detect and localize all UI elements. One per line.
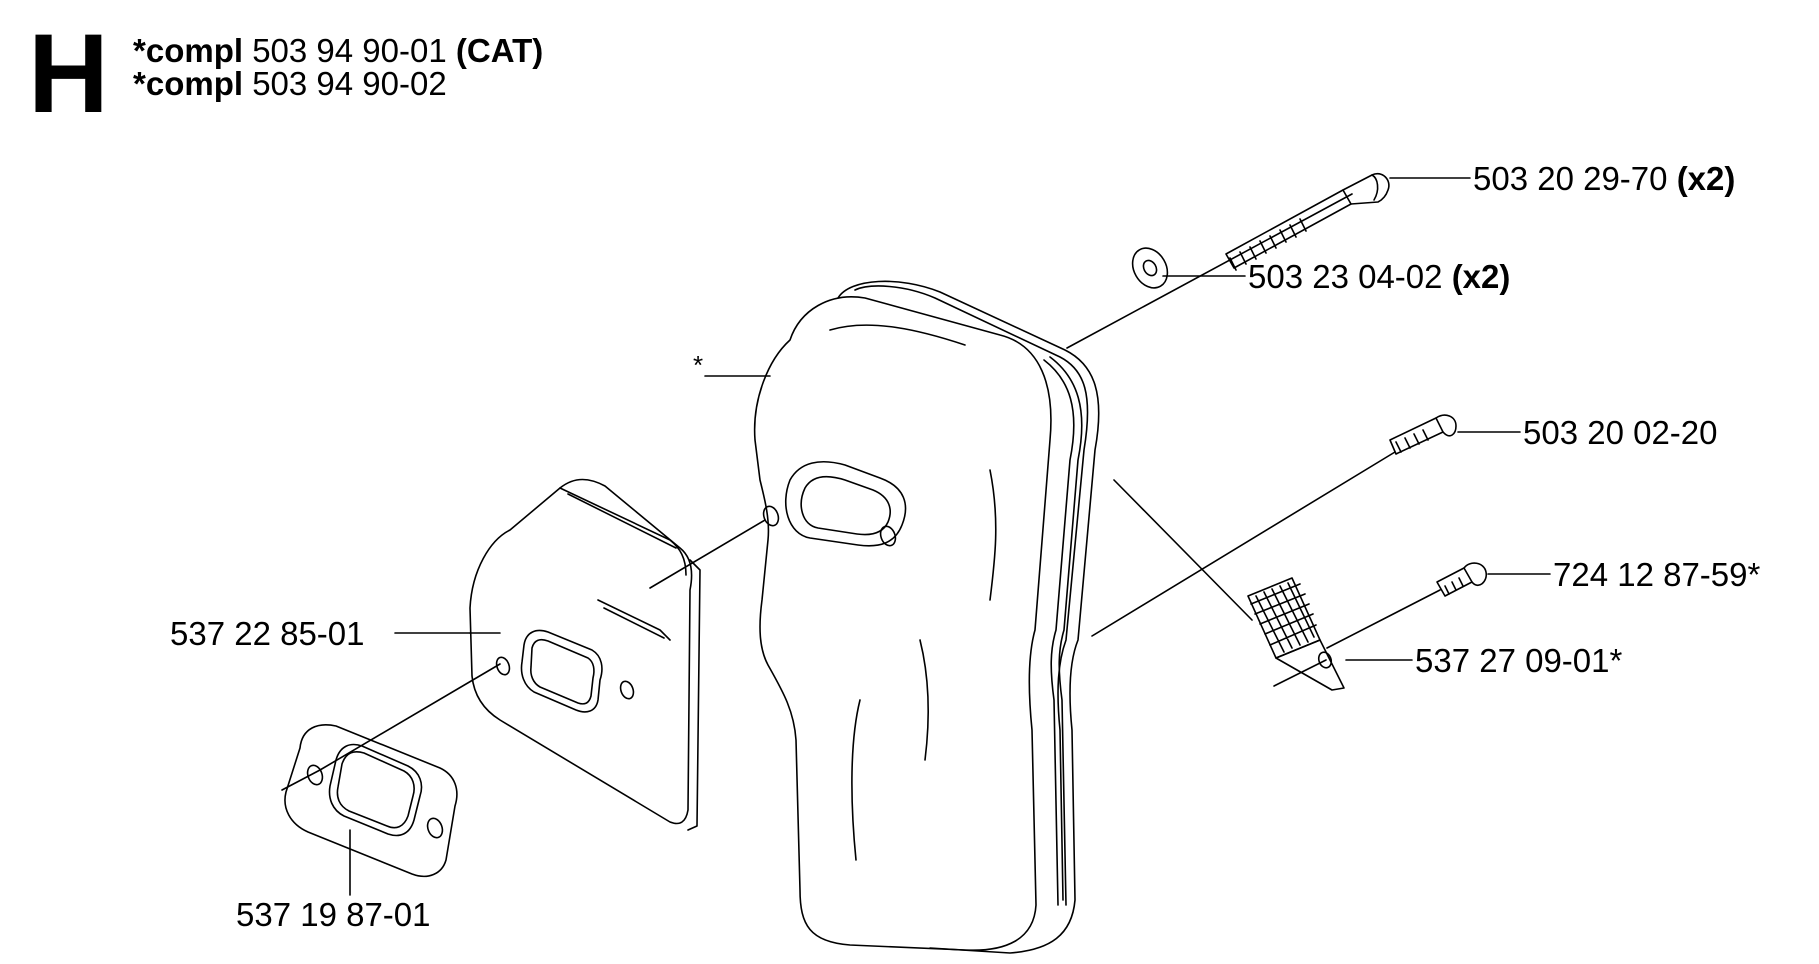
label-long-bolt: 503 20 29-70 (x2) [1473, 162, 1735, 195]
quantity: (x2) [1676, 160, 1736, 197]
label-short-screw: 503 20 02-20 [1523, 416, 1718, 449]
compl-suffix: (CAT) [455, 32, 544, 69]
long-bolt [1066, 172, 1471, 349]
gasket [281, 663, 501, 896]
quantity: (x2) [1451, 258, 1511, 295]
heat-shield [394, 478, 766, 831]
label-small-screw: 724 12 87-59* [1553, 558, 1760, 591]
part-number: 724 12 87-59* [1553, 556, 1761, 593]
label-gasket: 537 19 87-01 [236, 898, 431, 931]
muffler-body [704, 280, 1100, 954]
part-number: 537 19 87-01 [236, 896, 431, 933]
label-muffler-marker: * [693, 350, 704, 380]
washer [1131, 247, 1246, 289]
part-number: 537 22 85-01 [170, 615, 365, 652]
label-heat-shield: 537 22 85-01 [170, 617, 365, 650]
label-washer: 503 23 04-02 (x2) [1248, 260, 1510, 293]
spark-screen [1113, 479, 1413, 691]
compl-line-standard: *compl 503 94 90-02 [133, 67, 447, 100]
compl-part-number: 503 94 90-01 [252, 32, 447, 69]
compl-prefix: *compl [133, 32, 244, 69]
label-spark-screen: 537 27 09-01* [1415, 644, 1622, 677]
part-number: 503 23 04-02 [1248, 258, 1443, 295]
part-number: 503 20 02-20 [1523, 414, 1718, 451]
section-letter: H [28, 11, 109, 136]
part-number: 503 20 29-70 [1473, 160, 1668, 197]
compl-prefix: *compl [133, 65, 244, 102]
compl-part-number: 503 94 90-02 [252, 65, 447, 102]
short-screw [1091, 414, 1521, 637]
small-screw [1326, 562, 1551, 649]
part-number: 537 27 09-01* [1415, 642, 1623, 679]
compl-line-cat: *compl 503 94 90-01 (CAT) [133, 34, 543, 67]
